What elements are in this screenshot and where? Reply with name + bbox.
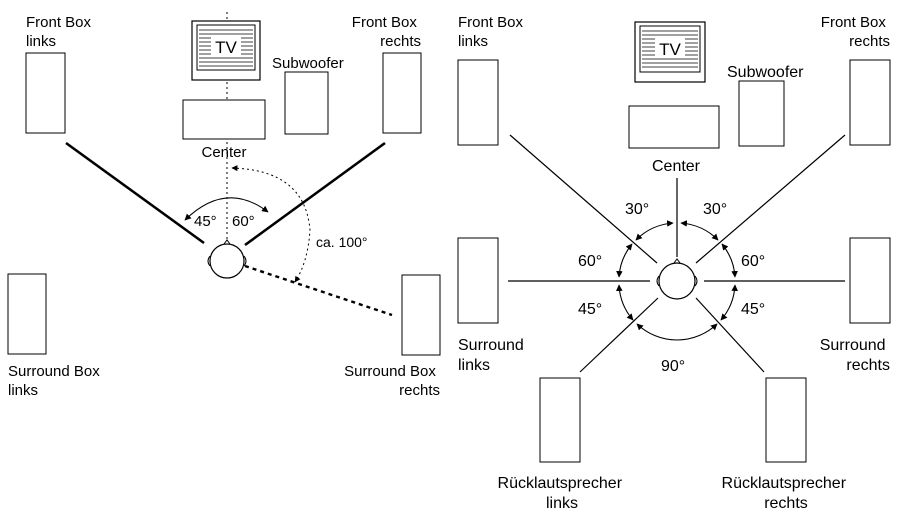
arc-90-bottom — [636, 323, 718, 341]
line-surround-right — [244, 264, 393, 317]
front-left-speaker — [457, 59, 499, 146]
front-right-speaker — [382, 52, 422, 134]
line-front-right — [695, 134, 846, 264]
center-speaker — [182, 99, 266, 140]
angle-45-right-label: 45° — [741, 301, 765, 318]
angle-60-label: 60° — [232, 213, 255, 230]
angle-100-label: ca. 100° — [316, 234, 368, 250]
left-diagram: TV Front Box links Front Box — [7, 12, 441, 399]
angle-45-left-label: 45° — [578, 301, 602, 318]
line-rear-right — [695, 297, 765, 373]
rear-left-label: Rücklautsprecher links — [498, 475, 627, 512]
line-front-right — [244, 141, 386, 247]
front-left-label: Front Box links — [458, 14, 527, 50]
center-speaker — [628, 105, 720, 149]
subwoofer-speaker — [738, 80, 785, 147]
angle-30-right-label: 30° — [703, 201, 727, 218]
front-left-label: Front Box links — [26, 14, 95, 50]
surround-left-speaker — [457, 237, 499, 324]
surround-right-speaker — [849, 237, 891, 324]
arc-60-left — [616, 243, 633, 278]
tv-icon: TV — [634, 21, 706, 83]
subwoofer-speaker — [284, 71, 329, 135]
surround-left-label: Surround links — [458, 337, 528, 374]
surround-right-label: Surround rechts — [820, 337, 890, 374]
angle-90-label: 90° — [661, 358, 685, 375]
tv-label: TV — [659, 40, 681, 59]
arc-60-right — [721, 243, 738, 278]
surround-angle-arc — [231, 165, 311, 283]
angle-60-right-label: 60° — [741, 253, 765, 270]
line-front-left — [509, 134, 658, 264]
center-label: Center — [652, 158, 701, 175]
front-right-label: Front Box rechts — [352, 14, 421, 50]
angle-30-left-label: 30° — [625, 201, 649, 218]
right-diagram: TV Fro — [457, 14, 891, 512]
rear-left-speaker — [539, 377, 581, 463]
listener-head-icon — [207, 239, 247, 279]
arc-45-right — [720, 284, 738, 321]
front-right-speaker — [849, 59, 891, 146]
tv-label: TV — [215, 38, 237, 57]
rear-right-label: Rücklautsprecher rechts — [722, 475, 851, 512]
surround-left-label: Surround Box links — [8, 363, 104, 399]
center-label: Center — [201, 144, 246, 161]
front-left-speaker — [25, 52, 66, 134]
angle-60-left-label: 60° — [578, 253, 602, 270]
surround-right-speaker — [401, 274, 441, 356]
subwoofer-label: Subwoofer — [272, 55, 344, 72]
line-rear-left — [579, 297, 659, 373]
front-right-label: Front Box rechts — [821, 14, 890, 50]
listener-head-icon — [656, 258, 698, 300]
line-front-left — [65, 141, 205, 245]
subwoofer-label: Subwoofer — [727, 64, 804, 81]
arc-30-right — [680, 220, 719, 241]
surround-left-speaker — [7, 273, 47, 355]
angle-45-label: 45° — [194, 213, 217, 230]
tv-icon: TV — [191, 20, 261, 81]
arc-45-left — [616, 284, 634, 321]
surround-right-label: Surround Box rechts — [344, 363, 440, 399]
rear-right-speaker — [765, 377, 807, 463]
arc-30-left — [635, 220, 674, 241]
